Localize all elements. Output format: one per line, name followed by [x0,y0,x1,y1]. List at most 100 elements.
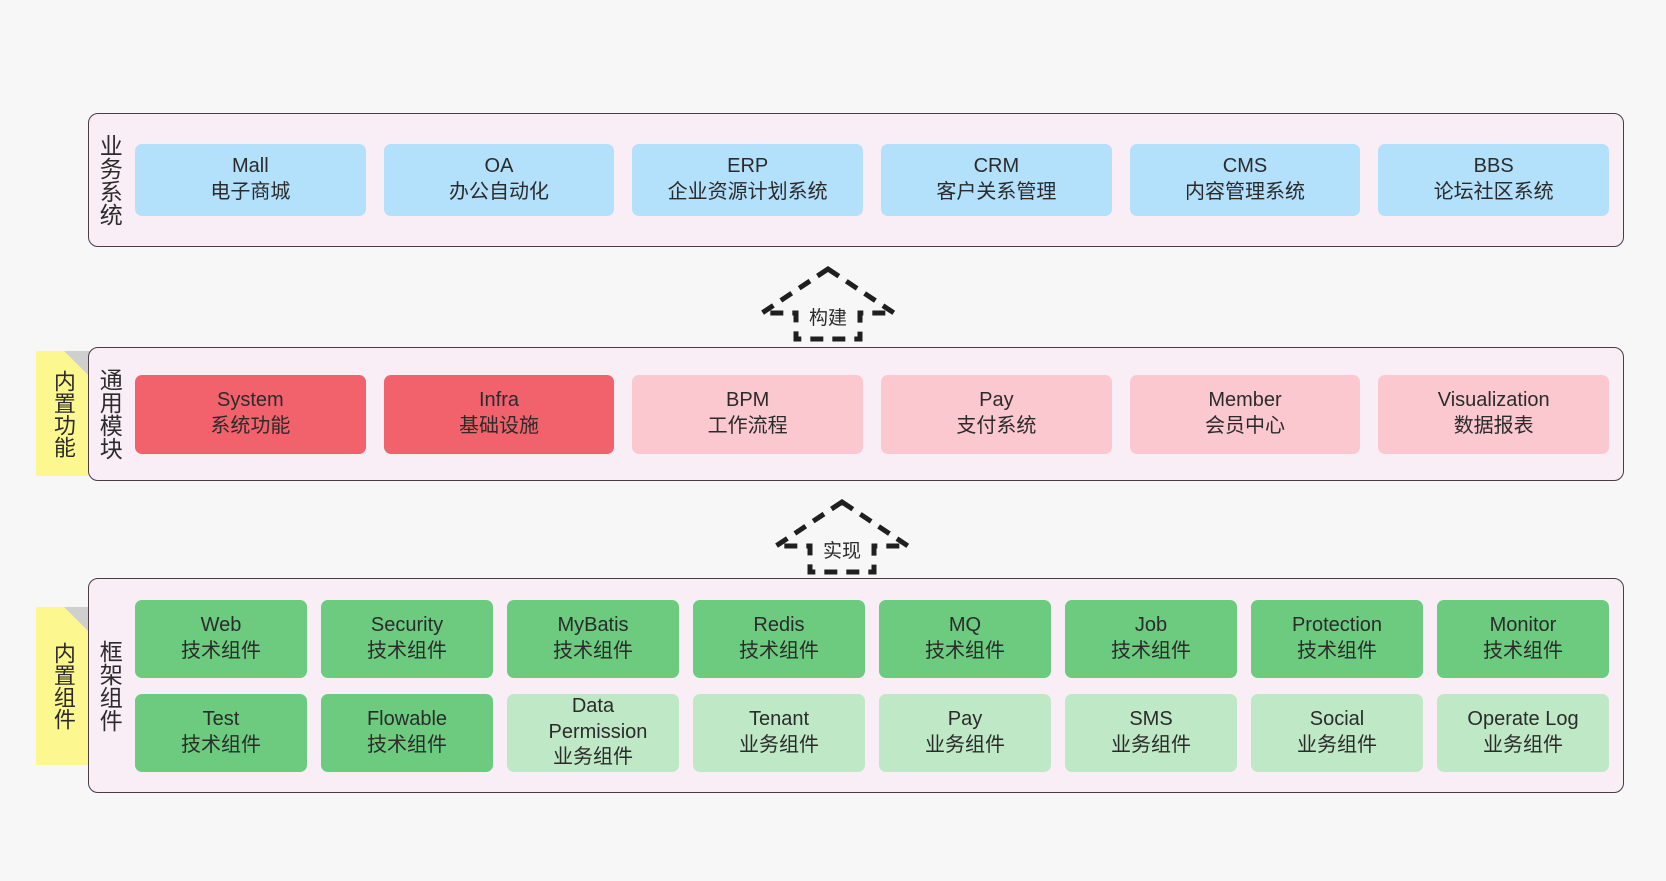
layer-framework-component: 框架组件 Web 技术组件 Security 技术组件 MyBatis 技术组件… [88,578,1624,793]
node-member[interactable]: Member 会员中心 [1129,374,1361,454]
node-social[interactable]: Social 业务组件 [1251,693,1423,772]
node-system[interactable]: System 系统功能 [135,374,366,454]
node-bbs[interactable]: BBS 论坛社区系统 [1378,144,1610,216]
node-title: SMS [1129,707,1173,730]
node-subtitle: 技术组件 [181,639,261,662]
dashed-up-arrow-icon [758,265,898,342]
node-subtitle: 技术组件 [367,733,447,756]
node-title: Flowable [366,707,448,730]
node-subtitle: 技术组件 [181,733,261,756]
node-subtitle: 技术组件 [1297,639,1377,662]
node-subtitle: 支付系统 [956,415,1037,437]
node-subtitle: 技术组件 [739,639,819,662]
sticky-fold-corner-icon [64,607,90,633]
layer-business-system: 业务系统 Mall 电子商城 OA 办公自动化 ERP 企业资源计划系统 CRM… [88,113,1624,247]
node-subtitle: 论坛社区系统 [1433,181,1554,203]
layer-label-framework-component: 框架组件 [96,639,123,732]
node-title: BPM [726,389,770,412]
node-pay-module[interactable]: Pay 支付系统 [881,374,1112,454]
node-subtitle: 业务组件 [1483,733,1563,756]
node-mall[interactable]: Mall 电子商城 [135,144,366,216]
node-row: Web 技术组件 Security 技术组件 MyBatis 技术组件 Redi… [135,599,1609,678]
node-title: Web [200,613,242,636]
layer-common-module: 通用模块 System 系统功能 Infra 基础设施 BPM 工作流程 Pay… [88,347,1624,481]
node-infra[interactable]: Infra 基础设施 [383,374,615,454]
node-mybatis[interactable]: MyBatis 技术组件 [507,599,679,678]
node-subtitle: 办公自动化 [449,181,549,203]
node-title: Data Permission [548,695,648,743]
node-title: System [216,389,284,412]
sticky-note-label: 内置组件 [50,642,76,730]
node-protection[interactable]: Protection 技术组件 [1251,599,1423,678]
sticky-note-label: 内置功能 [50,369,76,458]
node-title: ERP [727,155,769,178]
node-sms[interactable]: SMS 业务组件 [1065,693,1237,772]
node-title: Visualization [1437,389,1550,412]
node-operate-log[interactable]: Operate Log 业务组件 [1437,693,1609,772]
node-tenant[interactable]: Tenant 业务组件 [693,693,865,772]
node-visualization[interactable]: Visualization 数据报表 [1378,374,1610,454]
sticky-note-builtin-components: 内置组件 [36,607,90,765]
node-crm[interactable]: CRM 客户关系管理 [881,144,1112,216]
node-title: Member [1208,389,1282,412]
node-subtitle: 内容管理系统 [1185,181,1306,203]
node-subtitle: 企业资源计划系统 [667,181,828,203]
layer-body-common-module: System 系统功能 Infra 基础设施 BPM 工作流程 Pay 支付系统… [129,348,1623,480]
node-title: CMS [1222,155,1268,178]
node-data-permission[interactable]: Data Permission 业务组件 [507,693,679,772]
node-subtitle: 基础设施 [459,415,539,437]
node-title: MQ [948,613,982,636]
layer-body-business-system: Mall 电子商城 OA 办公自动化 ERP 企业资源计划系统 CRM 客户关系… [129,114,1623,246]
node-bpm[interactable]: BPM 工作流程 [632,374,864,454]
connector-implement-label: 实现 [822,541,862,562]
node-redis[interactable]: Redis 技术组件 [693,599,865,678]
node-title: CRM [973,155,1020,178]
sticky-note-builtin-features: 内置功能 [36,351,90,476]
node-title: Operate Log [1467,707,1579,730]
node-monitor[interactable]: Monitor 技术组件 [1437,599,1609,678]
dashed-up-arrow-icon [772,498,912,575]
layer-label-business-system: 业务系统 [96,134,123,226]
node-subtitle: 技术组件 [925,639,1005,662]
node-subtitle: 会员中心 [1205,415,1286,437]
node-mq[interactable]: MQ 技术组件 [879,599,1051,678]
node-title: MyBatis [557,613,629,636]
node-subtitle: 客户关系管理 [936,181,1057,203]
node-row: Test 技术组件 Flowable 技术组件 Data Permission … [135,693,1609,772]
node-oa[interactable]: OA 办公自动化 [383,144,615,216]
node-subtitle: 技术组件 [1483,639,1563,662]
node-flowable[interactable]: Flowable 技术组件 [321,693,493,772]
node-title: Monitor [1489,613,1557,636]
node-title: Mall [232,155,269,178]
node-web[interactable]: Web 技术组件 [135,599,307,678]
node-title: Tenant [748,707,810,730]
node-pay-component[interactable]: Pay 业务组件 [879,693,1051,772]
node-job[interactable]: Job 技术组件 [1065,599,1237,678]
node-test[interactable]: Test 技术组件 [135,693,307,772]
layer-body-framework-component: Web 技术组件 Security 技术组件 MyBatis 技术组件 Redi… [129,579,1623,792]
node-title: Social [1309,707,1365,730]
connector-implement: 实现 [772,498,912,576]
node-title: Pay [979,389,1014,412]
node-title: Job [1134,613,1168,636]
node-title: Test [202,707,240,730]
node-subtitle: 系统功能 [210,415,291,437]
node-erp[interactable]: ERP 企业资源计划系统 [632,144,864,216]
layer-label-common-module: 通用模块 [96,368,123,460]
connector-build-label: 构建 [808,308,848,329]
node-subtitle: 业务组件 [925,733,1005,756]
node-subtitle: 业务组件 [553,746,633,769]
node-title: Protection [1291,613,1383,636]
node-security[interactable]: Security 技术组件 [321,599,493,678]
node-cms[interactable]: CMS 内容管理系统 [1129,144,1361,216]
connector-build: 构建 [758,265,898,343]
node-title: Pay [947,707,983,730]
sticky-fold-corner-icon [64,351,90,377]
node-title: OA [484,155,514,178]
node-row: System 系统功能 Infra 基础设施 BPM 工作流程 Pay 支付系统… [135,374,1610,454]
node-subtitle: 业务组件 [1297,733,1377,756]
node-title: Infra [478,389,520,412]
node-row: Mall 电子商城 OA 办公自动化 ERP 企业资源计划系统 CRM 客户关系… [135,144,1610,216]
node-subtitle: 业务组件 [1111,733,1191,756]
node-subtitle: 技术组件 [553,639,633,662]
